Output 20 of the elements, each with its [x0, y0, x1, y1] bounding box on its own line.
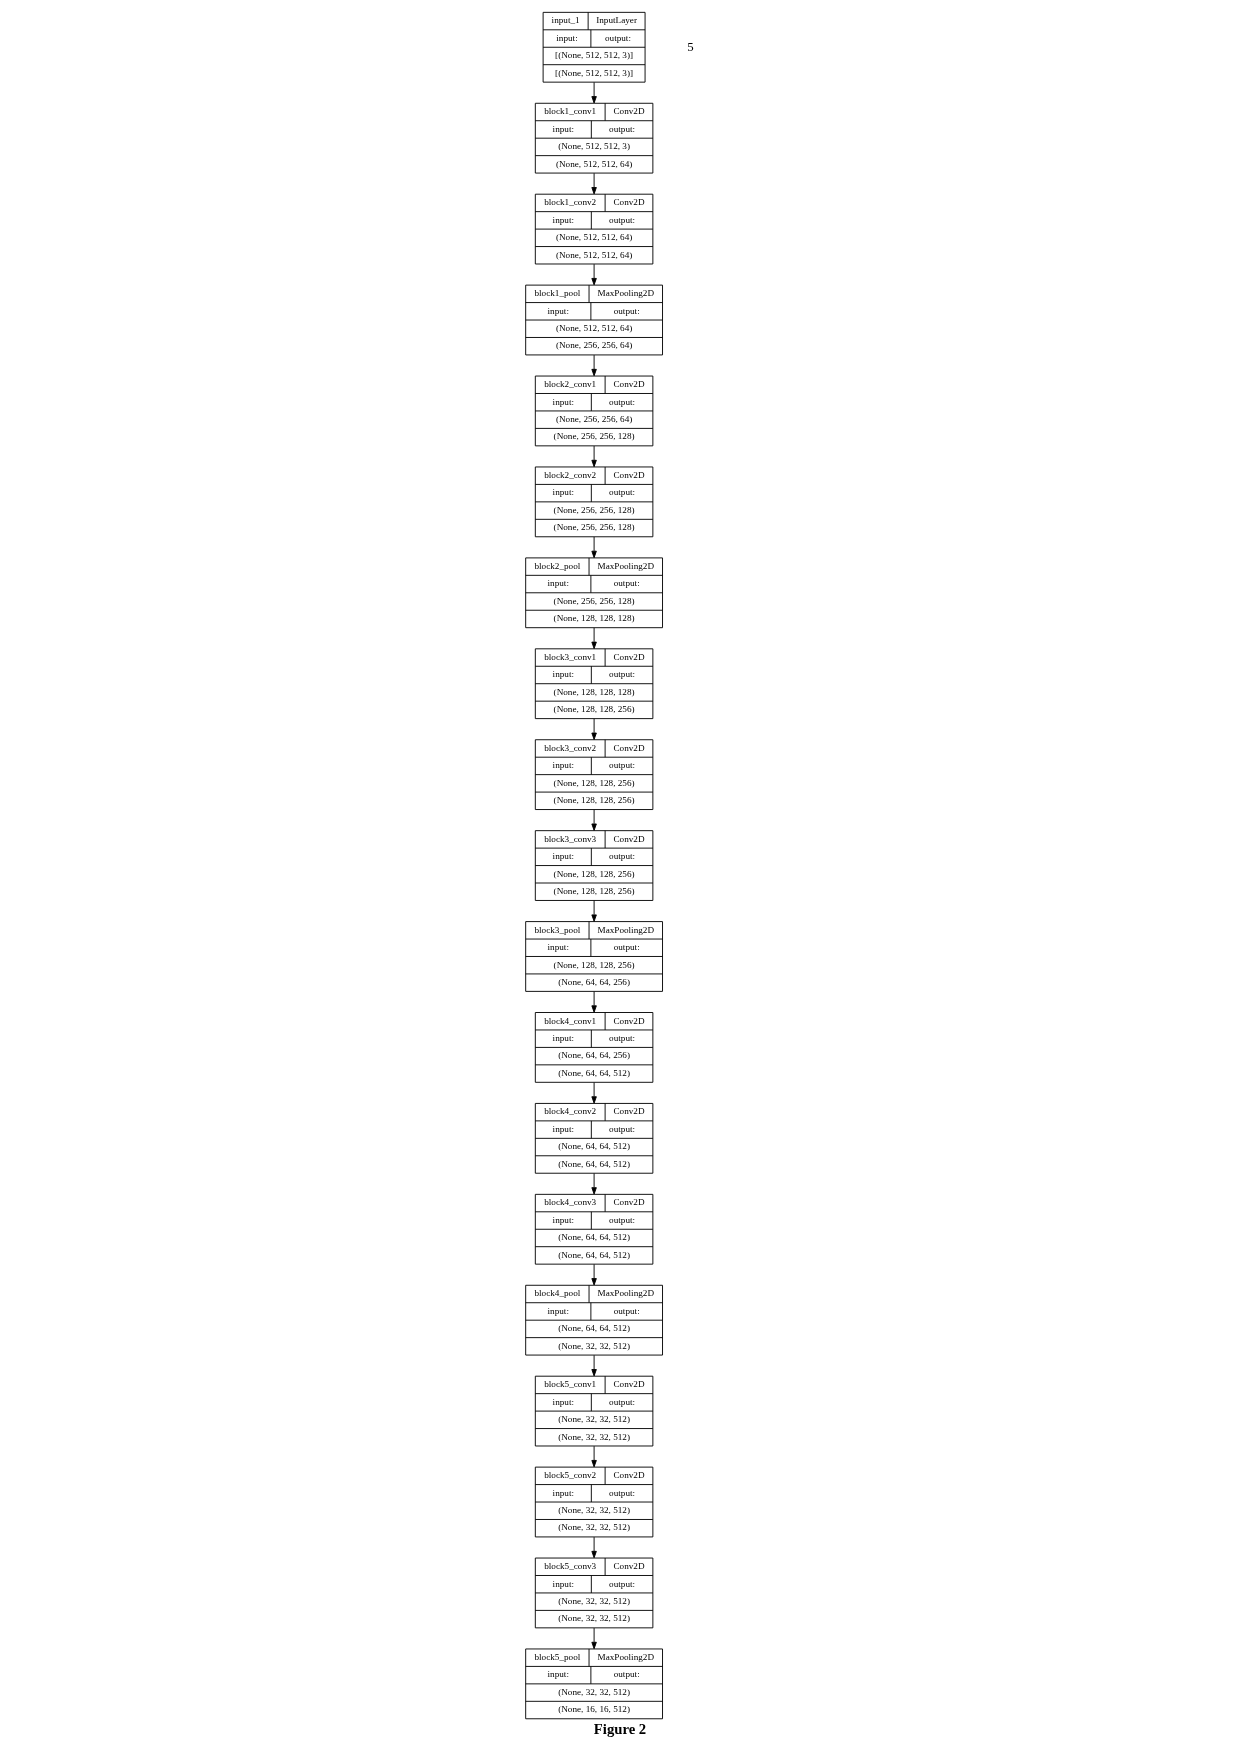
- arrow: [590, 627, 597, 649]
- arrow: [590, 1082, 597, 1104]
- arrow: [590, 172, 597, 195]
- arrow: [590, 536, 597, 559]
- arrow: [590, 1627, 597, 1650]
- arrow: [590, 445, 597, 468]
- arrow: [590, 900, 597, 922]
- arrow: [590, 1354, 597, 1377]
- label: 5: [686, 39, 694, 54]
- arrow: [590, 991, 597, 1013]
- arrow: [590, 718, 597, 740]
- arrow: [590, 809, 597, 831]
- arrow: [590, 1263, 597, 1286]
- arrow: [590, 354, 597, 377]
- caption: Figure 2: [593, 1720, 646, 1737]
- arrow: [590, 1173, 597, 1195]
- arrow: [590, 1536, 597, 1559]
- arrow: [590, 81, 597, 104]
- arrow: [590, 1445, 597, 1468]
- arrow: [590, 263, 597, 286]
